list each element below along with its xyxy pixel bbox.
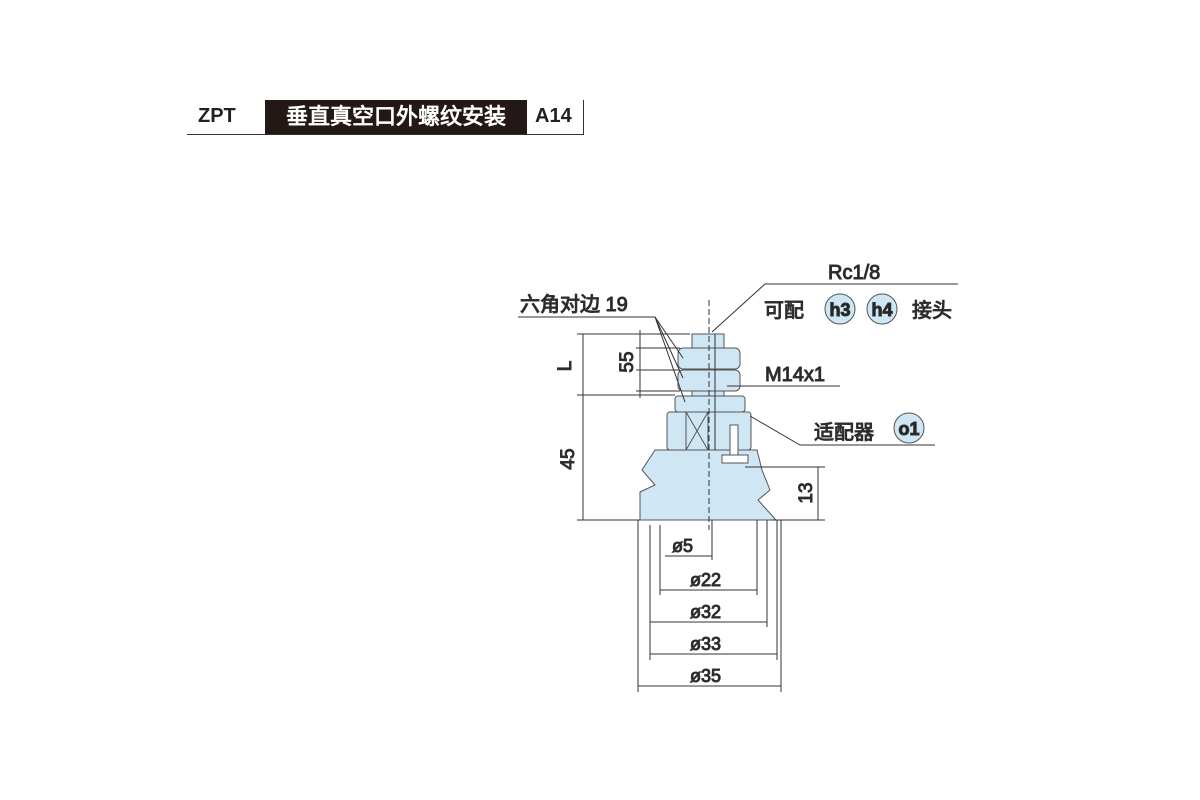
badge-o1 — [893, 412, 925, 444]
badge-h3-text: h3 — [829, 300, 850, 320]
dim-dia22: ø22 — [690, 570, 721, 590]
badge-h4 — [866, 293, 898, 325]
dim-dia5: ø5 — [672, 536, 693, 556]
badge-o1-text: o1 — [898, 419, 919, 439]
dim-dia32: ø32 — [690, 602, 721, 622]
section-code: A14 — [535, 105, 572, 127]
dim-45: 45 — [558, 448, 579, 469]
section-header: ZPT 垂直真空口外螺纹安装 A14 — [187, 100, 584, 135]
fitting-prefix: 可配 — [764, 300, 804, 322]
series-label: ZPT — [198, 105, 236, 127]
adapter-hex — [674, 395, 746, 413]
divider — [582, 100, 584, 134]
bellows-cup — [639, 449, 778, 521]
dim-dia33: ø33 — [690, 634, 721, 654]
dim-L: L — [555, 361, 576, 372]
badge-h4-text: h4 — [871, 300, 892, 320]
section-title: 垂直真空口外螺纹安装 — [265, 100, 527, 134]
vacuum-pad-part — [639, 333, 778, 521]
dim-55: 55 — [617, 351, 638, 372]
port-label: Rc1/8 — [828, 262, 880, 284]
fitting-suffix: 接头 — [912, 299, 952, 322]
leader-lines — [518, 283, 958, 446]
dim-13: 13 — [796, 482, 817, 503]
dimension-lines — [577, 330, 825, 692]
badge-h3 — [824, 293, 856, 325]
dim-dia35: ø35 — [690, 666, 721, 686]
adapter-label: 适配器 — [814, 421, 874, 444]
thread-label: M14x1 — [765, 364, 825, 386]
hex-label: 六角对边 19 — [520, 293, 628, 316]
